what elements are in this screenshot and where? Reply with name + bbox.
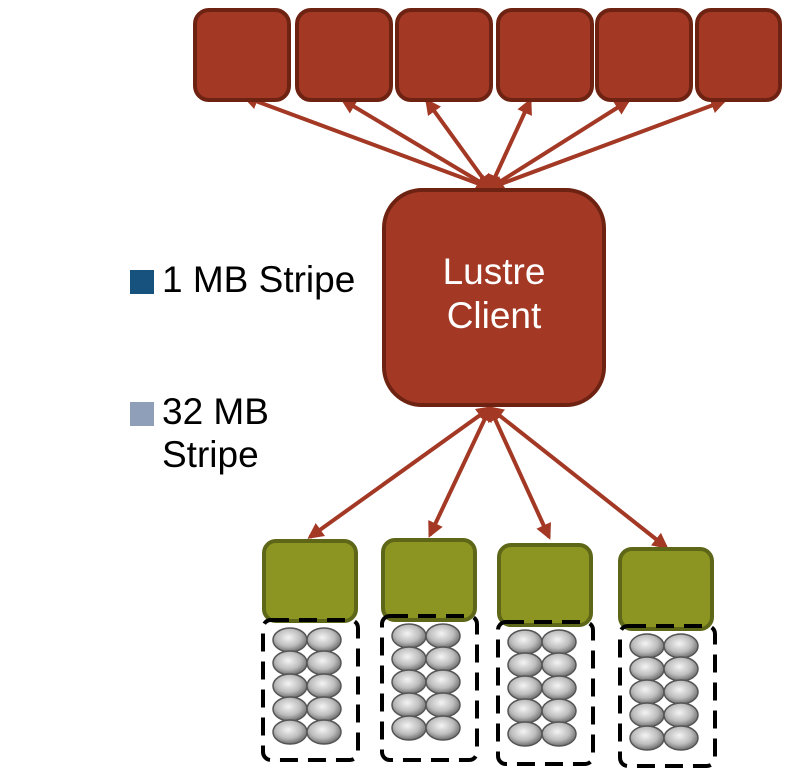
legend-swatch-1mb bbox=[130, 270, 154, 294]
arrow-to-storage-node-3 bbox=[488, 405, 551, 540]
legend-swatch-32mb bbox=[130, 402, 154, 426]
client-label-line-2: Client bbox=[446, 295, 542, 336]
lustre-client-label: Lustre Client bbox=[384, 250, 604, 338]
legend-label-32mb: 32 MB Stripe bbox=[162, 390, 269, 476]
top-node-3 bbox=[395, 8, 493, 102]
storage-node-2 bbox=[381, 538, 477, 622]
top-node-6 bbox=[695, 8, 782, 102]
disk-stack-1 bbox=[272, 627, 342, 745]
disk-group-3 bbox=[496, 620, 595, 766]
client-label-line-1: Lustre bbox=[442, 251, 546, 292]
lustre-client-node bbox=[382, 188, 606, 407]
disk-groups bbox=[261, 614, 717, 768]
arrow-to-top-node-6 bbox=[487, 97, 727, 192]
disk-stack-4 bbox=[629, 633, 699, 751]
upper-arrows bbox=[242, 93, 727, 192]
top-node-4 bbox=[496, 8, 594, 102]
disk-group-4-boundary bbox=[618, 624, 717, 768]
storage-node-4 bbox=[618, 547, 714, 631]
top-node-1 bbox=[193, 8, 291, 102]
disk-group-4 bbox=[618, 624, 717, 768]
legend-label-1mb: 1 MB Stripe bbox=[162, 258, 355, 301]
disk-group-1-boundary bbox=[261, 618, 360, 762]
disk-stack-3 bbox=[507, 629, 577, 747]
top-nodes bbox=[193, 8, 782, 102]
top-node-5 bbox=[595, 8, 693, 102]
arrow-to-top-node-3 bbox=[425, 98, 492, 191]
legend-label-32mb-line-2: Stripe bbox=[162, 434, 259, 475]
arrow-to-top-node-2 bbox=[340, 98, 493, 190]
arrow-to-storage-node-1 bbox=[307, 406, 493, 539]
disk-group-2 bbox=[380, 614, 479, 762]
storage-node-3 bbox=[497, 543, 593, 627]
legend-item-32mb-stripe: 32 MB Stripe bbox=[130, 390, 269, 476]
legend-label-1mb-line-1: 1 MB Stripe bbox=[162, 259, 356, 300]
disk-group-1 bbox=[261, 618, 360, 762]
storage-nodes bbox=[262, 538, 714, 631]
arrow-to-storage-node-4 bbox=[487, 406, 669, 549]
top-node-2 bbox=[295, 8, 393, 102]
disk-stack-2 bbox=[391, 623, 461, 741]
legend-label-32mb-line-1: 32 MB bbox=[162, 391, 269, 432]
legend-item-1mb-stripe: 1 MB Stripe bbox=[130, 258, 355, 301]
disk-group-2-boundary bbox=[380, 614, 479, 762]
arrow-to-top-node-1 bbox=[242, 93, 493, 192]
arrow-to-storage-node-2 bbox=[428, 405, 492, 538]
lower-arrows bbox=[307, 405, 669, 549]
disk-group-3-boundary bbox=[496, 620, 595, 766]
storage-node-1 bbox=[262, 539, 358, 623]
